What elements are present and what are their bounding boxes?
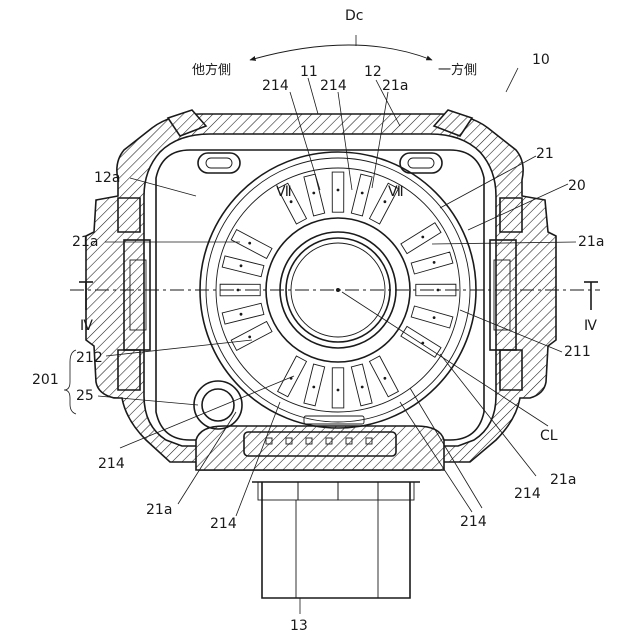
label-sec-vii-left: Ⅶ xyxy=(276,184,292,200)
label-214-bottom-right: 214 xyxy=(514,486,541,502)
coil-tooth-marker xyxy=(248,242,251,245)
coil-tooth xyxy=(411,252,453,274)
label-10: 10 xyxy=(532,52,550,68)
coil-tooth xyxy=(351,364,372,406)
coil-tooth-marker xyxy=(312,192,315,195)
coil-tooth-marker xyxy=(312,386,315,389)
coil-tooth xyxy=(231,230,272,259)
coil-tooth xyxy=(332,368,344,408)
coil-tooth-marker xyxy=(248,336,251,339)
label-21a-top: 21a xyxy=(382,78,408,94)
direction-arrow-dc xyxy=(250,45,432,60)
label-one-side: 一方側 xyxy=(438,62,477,78)
coil-tooth-marker xyxy=(337,389,340,392)
label-12: 12 xyxy=(364,64,382,80)
label-20: 20 xyxy=(568,178,586,194)
label-sec-iv-right: Ⅳ xyxy=(584,318,597,334)
coil-tooth-marker xyxy=(421,236,424,239)
label-21a-br: 21a xyxy=(550,472,576,488)
label-13: 13 xyxy=(290,618,308,634)
label-212: 212 xyxy=(76,350,103,366)
coil-tooth-marker xyxy=(384,377,387,380)
label-21a-right: 21a xyxy=(578,234,604,250)
label-cl: CL xyxy=(540,428,558,444)
connector xyxy=(196,426,444,598)
label-21: 21 xyxy=(536,146,554,162)
coil-tooth xyxy=(304,364,325,406)
label-211: 211 xyxy=(564,344,591,360)
coil-tooth xyxy=(351,174,372,216)
label-214-bottom-mid: 214 xyxy=(460,514,487,530)
coil-tooth-marker xyxy=(433,316,436,319)
label-12a: 12a xyxy=(94,170,120,186)
coil-tooth-marker xyxy=(337,189,340,192)
coil-tooth xyxy=(401,223,441,254)
coil-tooth-marker xyxy=(384,200,387,203)
coil-tooth xyxy=(222,303,264,324)
coil-tooth xyxy=(370,356,399,397)
coil-tooth-marker xyxy=(240,313,243,316)
label-11: 11 xyxy=(300,64,318,80)
slot-top-left xyxy=(198,153,240,173)
label-dc: Dc xyxy=(345,8,363,24)
coil-tooth-marker xyxy=(361,386,364,389)
connector-shell xyxy=(262,482,410,598)
label-sec-vii-right: Ⅶ xyxy=(388,184,404,200)
coil-tooth xyxy=(332,172,344,212)
coil-tooth xyxy=(411,306,453,328)
label-214-top-mid: 214 xyxy=(320,78,347,94)
label-sec-iv-left: Ⅳ xyxy=(80,318,93,334)
label-214-left: 214 xyxy=(98,456,125,472)
coil-tooth-marker xyxy=(433,261,436,264)
label-25: 25 xyxy=(76,388,94,404)
coil-tooth xyxy=(304,174,325,216)
label-201: 201 xyxy=(32,372,59,388)
coil-tooth-marker xyxy=(290,200,293,203)
label-21a-left: 21a xyxy=(72,234,98,250)
coil-tooth xyxy=(231,322,272,351)
coil-tooth xyxy=(222,256,264,277)
label-21a-bl: 21a xyxy=(146,502,172,518)
coil-tooth-marker xyxy=(240,264,243,267)
label-other-side: 他方側 xyxy=(192,62,231,78)
coil-tooth-marker xyxy=(361,192,364,195)
label-214-bottom-left: 214 xyxy=(210,516,237,532)
label-214-top-left: 214 xyxy=(262,78,289,94)
part-25-boss xyxy=(194,381,242,429)
